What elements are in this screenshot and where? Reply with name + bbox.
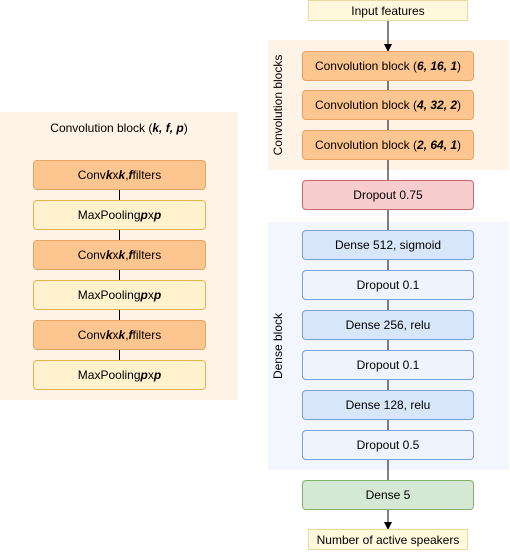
dropout-01-node-2: Dropout 0.1 [302, 350, 474, 380]
convolution-block-1: Convolution block (6, 16, 1) [302, 51, 474, 81]
left-connector-2 [119, 230, 120, 240]
dense-512-node: Dense 512, sigmoid [302, 230, 474, 260]
convolution-block-2: Convolution block (4, 32, 2) [302, 90, 474, 120]
left-connector-5 [119, 350, 120, 360]
dropout-05-node: Dropout 0.5 [302, 430, 474, 460]
dense-256-node: Dense 256, relu [302, 310, 474, 340]
dense-5-node: Dense 5 [302, 480, 474, 510]
convolution-block-title: Convolution block (k, f, p) [50, 121, 188, 135]
dense-128-node: Dense 128, relu [302, 390, 474, 420]
dropout-075-node: Dropout 0.75 [302, 180, 474, 210]
dropout-01-node: Dropout 0.1 [302, 270, 474, 300]
left-connector-3 [119, 270, 120, 280]
number-of-active-speakers-node: Number of active speakers [308, 529, 468, 550]
left-connector-4 [119, 310, 120, 320]
input-features-node: Input features [308, 0, 468, 21]
left-connector-1 [119, 190, 120, 200]
convolution-block-3: Convolution block (2, 64, 1) [302, 130, 474, 160]
